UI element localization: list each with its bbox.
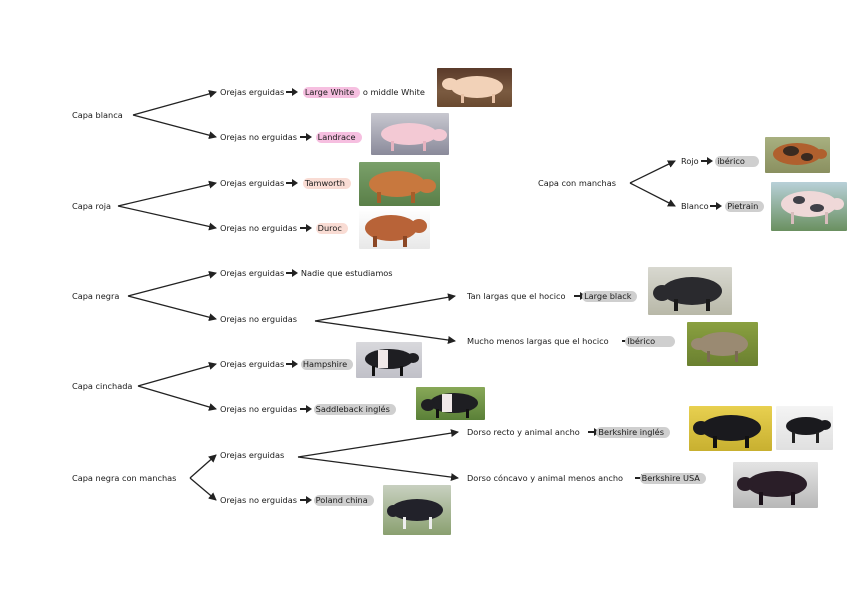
breed-landrace: Landrace	[316, 132, 362, 143]
breed-hampshire: Hampshire	[301, 359, 353, 370]
photo-iberico-rojo	[765, 137, 830, 173]
node-capa-negra-con-manchas: Capa negra con manchas	[72, 473, 176, 484]
arrow-negra-no	[128, 296, 216, 319]
breed-tamworth: Tamworth	[303, 178, 351, 189]
breed-poland-china: Poland china	[314, 495, 374, 506]
leaf-manchas-rojo: Rojo ibérico	[681, 156, 759, 167]
leaf-roja-erguidas: Orejas erguidas Tamworth	[220, 178, 351, 189]
breed-iberico: Ibérico	[625, 336, 675, 347]
node-capa-negra: Capa negra	[72, 291, 119, 302]
leaf-text: Dorso recto y animal ancho	[467, 427, 580, 437]
leaf-text: Orejas erguidas	[220, 359, 284, 369]
pig-icon	[648, 267, 732, 315]
arrow-nm-erguidas	[190, 455, 216, 478]
photo-hampshire	[356, 342, 422, 378]
leaf-blanca-erguidas: Orejas erguidas Large White o middle Whi…	[220, 87, 425, 98]
arrow-cinchada-no	[138, 386, 216, 409]
leaf-nm-erguidas: Orejas erguidas	[220, 450, 284, 461]
arrow-roja-erguidas	[118, 183, 216, 206]
pig-icon	[371, 113, 449, 155]
leaf-text: Orejas erguidas	[220, 268, 284, 278]
leaf-text: Tan largas que el hocico	[467, 291, 565, 301]
leaf-text: Orejas erguidas	[220, 87, 284, 97]
breed-berkshire-ingles: Berkshire inglés	[596, 427, 670, 438]
leaf-text: Dorso cóncavo y animal menos ancho	[467, 473, 623, 483]
photo-poland-china	[383, 485, 451, 535]
photo-tamworth	[359, 162, 440, 206]
leaf-text: Mucho menos largas que el hocico	[467, 336, 609, 346]
photo-saddleback	[416, 387, 485, 420]
pig-icon	[437, 68, 512, 107]
leaf-text: Orejas no erguidas	[220, 404, 297, 414]
photo-large-white	[437, 68, 512, 107]
breed-duroc: Duroc	[316, 223, 348, 234]
node-capa-cinchada: Capa cinchada	[72, 381, 132, 392]
breed-berkshire-usa: Berkshire USA	[640, 473, 706, 484]
arrow-blanca-no	[133, 115, 216, 137]
arrow-negra-erguidas	[128, 273, 216, 296]
pig-icon	[416, 387, 485, 420]
arrow-cinchada-erguidas	[138, 364, 216, 386]
arrow-manchas-blanco	[630, 183, 675, 206]
pig-icon	[356, 342, 422, 378]
photo-berkshire-usa	[733, 462, 818, 508]
pig-icon	[776, 406, 833, 450]
pig-icon	[765, 137, 830, 173]
pig-icon	[383, 485, 451, 535]
breed-iberico-rojo: ibérico	[715, 156, 759, 167]
pig-icon	[689, 406, 772, 451]
photo-iberico	[687, 322, 758, 366]
arrow-manchas-rojo	[630, 161, 675, 183]
leaf-blanca-no-erguidas: Orejas no erguidas Landrace	[220, 132, 362, 143]
leaf-text: Rojo	[681, 156, 699, 166]
leaf-negra-no-erguidas: Orejas no erguidas	[220, 314, 297, 325]
leaf-cinchada-no-erguidas: Orejas no erguidas Saddleback inglés	[220, 404, 396, 415]
breed-suffix: o middle White	[363, 87, 425, 97]
arrow-blanca-erguidas	[133, 92, 216, 115]
leaf-text: Orejas no erguidas	[220, 223, 297, 233]
pig-icon	[771, 182, 847, 231]
leaf-text: Orejas no erguidas	[220, 495, 297, 505]
photo-landrace	[371, 113, 449, 155]
photo-pietrain	[771, 182, 847, 231]
pig-icon	[687, 322, 758, 366]
breed-large-black: Large black	[582, 291, 637, 302]
leaf-negra-menos-largas: Mucho menos largas que el hocico Ibérico	[467, 336, 675, 347]
pig-icon	[359, 162, 440, 206]
node-capa-blanca: Capa blanca	[72, 110, 123, 121]
leaf-negra-erguidas: Orejas erguidas Nadie que estudiamos	[220, 268, 393, 279]
photo-large-black	[648, 267, 732, 315]
photo-berkshire-ingles-1	[689, 406, 772, 451]
arrow-negra-largas	[315, 296, 455, 321]
leaf-text: Blanco	[681, 201, 709, 211]
leaf-roja-no-erguidas: Orejas no erguidas Duroc	[220, 223, 348, 234]
leaf-manchas-blanco: Blanco Pietrain	[681, 201, 764, 212]
breed-large-white: Large White	[303, 87, 360, 98]
breed-saddleback: Saddleback inglés	[314, 404, 396, 415]
leaf-text: Orejas erguidas	[220, 178, 284, 188]
leaf-text: Orejas no erguidas	[220, 132, 297, 142]
breed-none: Nadie que estudiamos	[301, 268, 393, 278]
pig-icon	[359, 208, 430, 249]
node-capa-con-manchas: Capa con manchas	[538, 178, 616, 189]
leaf-nm-dorso-recto: Dorso recto y animal ancho Berkshire ing…	[467, 427, 670, 438]
leaf-negra-largas: Tan largas que el hocico Large black	[467, 291, 637, 302]
arrow-nm-recto	[298, 432, 458, 457]
photo-berkshire-ingles-2	[776, 406, 833, 450]
breed-pietrain: Pietrain	[725, 201, 764, 212]
arrow-nm-concavo	[298, 457, 458, 478]
arrow-nm-no	[190, 478, 216, 500]
node-capa-roja: Capa roja	[72, 201, 111, 212]
leaf-nm-dorso-concavo: Dorso cóncavo y animal menos ancho Berks…	[467, 473, 706, 484]
leaf-nm-no-erguidas: Orejas no erguidas Poland china	[220, 495, 374, 506]
arrow-negra-menos	[315, 321, 455, 341]
photo-duroc	[359, 208, 430, 249]
pig-icon	[733, 462, 818, 508]
arrow-roja-no	[118, 206, 216, 228]
leaf-cinchada-erguidas: Orejas erguidas Hampshire	[220, 359, 353, 370]
